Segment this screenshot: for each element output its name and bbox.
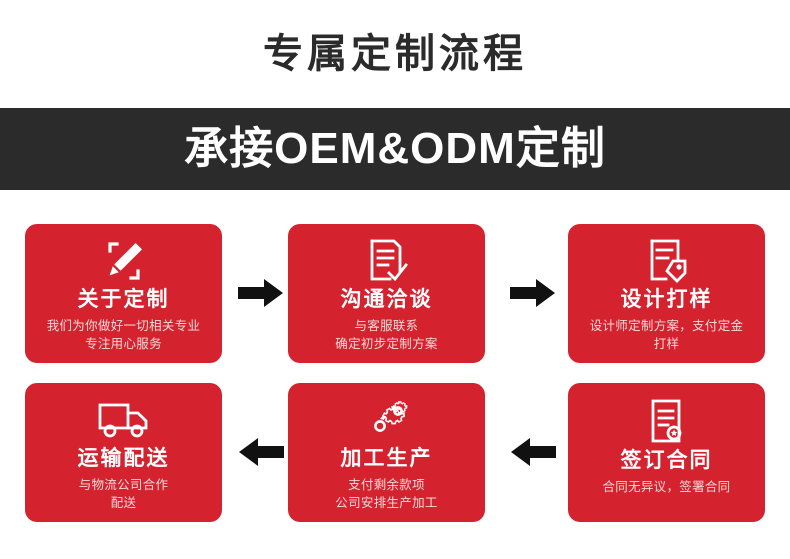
truck-icon: [97, 395, 151, 445]
flow-step-subtitle: 设计师定制方案，支付定金 打样: [589, 318, 744, 351]
flow-step-title: 签订合同: [620, 449, 713, 472]
flow-step-title: 关于定制: [77, 287, 170, 311]
flow-step-title: 运输配送: [77, 446, 170, 470]
gears-icon: [360, 395, 414, 445]
flow-step-card-6[interactable]: 运输配送 与物流公司合作 配送: [25, 383, 222, 522]
arrow-left-step5-step6: [238, 437, 284, 467]
flow-step-title: 沟通洽谈: [340, 287, 433, 311]
arrow-left-step4-step5: [510, 437, 556, 467]
page-title-bar: 专属定制流程: [0, 0, 790, 108]
document-tag-icon: [644, 236, 690, 286]
flow-step-card-4[interactable]: 签订合同 合同无异议，签署合同: [568, 383, 765, 522]
flow-step-card-1[interactable]: 关于定制 我们为你做好一切相关专业 专注用心服务: [25, 224, 222, 363]
flow-step-subtitle: 与物流公司合作 配送: [78, 477, 169, 510]
pencil-design-icon: [100, 236, 148, 286]
flow-step-subtitle: 与客服联系 确定初步定制方案: [335, 318, 438, 351]
process-flow: 关于定制 我们为你做好一切相关专业 专注用心服务 沟通洽谈 与客服联系 确定初步…: [0, 190, 790, 559]
flow-step-card-2[interactable]: 沟通洽谈 与客服联系 确定初步定制方案: [288, 224, 485, 363]
flow-step-card-5[interactable]: 加工生产 支付剩余款项 公司安排生产加工: [288, 383, 485, 522]
document-check-icon: [364, 236, 410, 286]
flow-step-subtitle: 合同无异议，签署合同: [602, 480, 731, 495]
banner-text: 承接OEM&ODM定制: [184, 124, 606, 173]
flow-step-subtitle: 我们为你做好一切相关专业 专注用心服务: [46, 318, 201, 351]
flow-step-title: 设计打样: [620, 287, 713, 311]
flow-step-subtitle: 支付剩余款项 公司安排生产加工: [335, 477, 438, 510]
contract-seal-icon: [646, 395, 688, 447]
arrow-right-step2-step3: [510, 278, 556, 308]
oem-odm-banner: 承接OEM&ODM定制: [0, 108, 790, 190]
flow-step-card-3[interactable]: 设计打样 设计师定制方案，支付定金 打样: [568, 224, 765, 363]
page-title: 专属定制流程: [263, 32, 527, 76]
arrow-right-step1-step2: [238, 278, 284, 308]
flow-step-title: 加工生产: [340, 446, 433, 470]
